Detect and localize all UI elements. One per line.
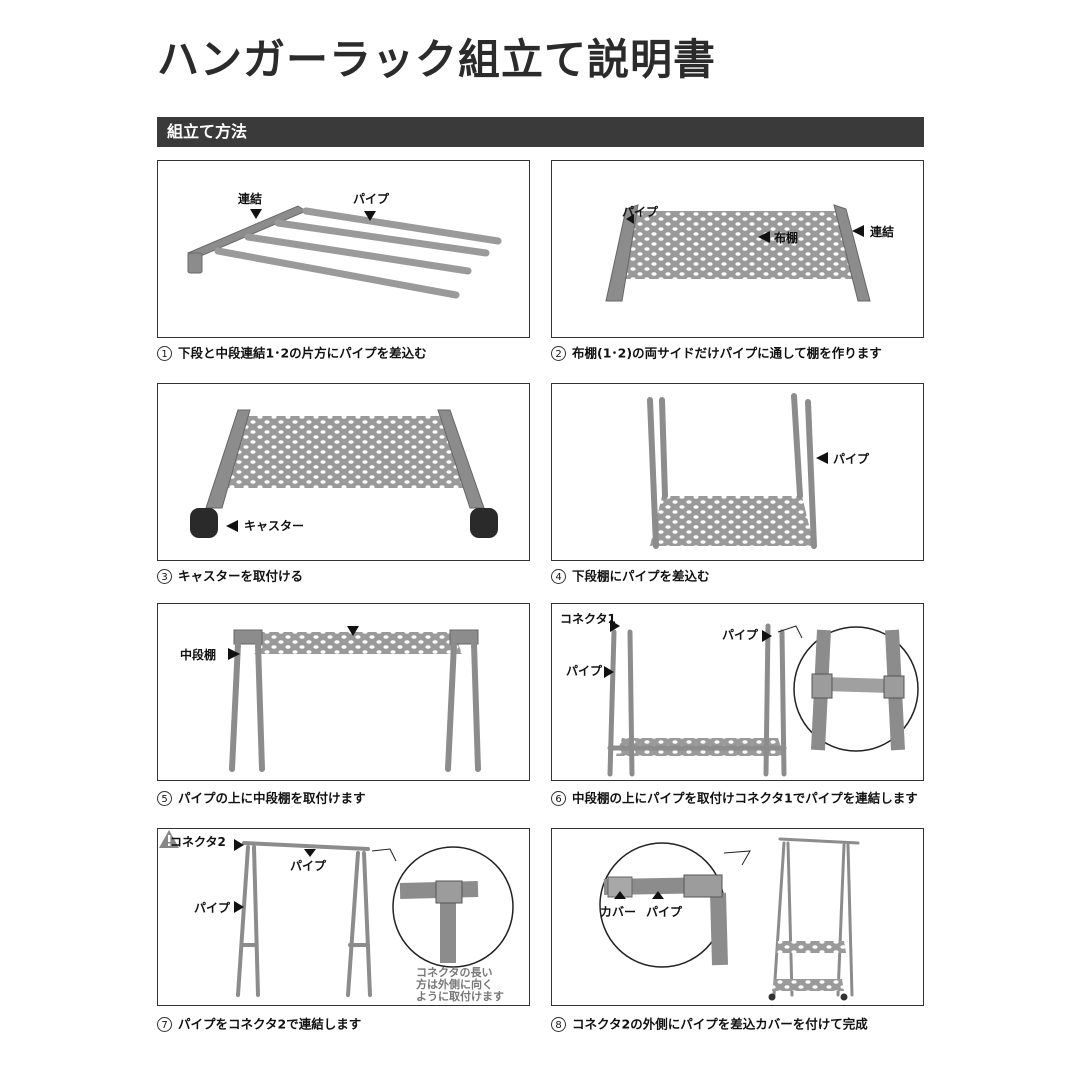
label-pipe: パイプ xyxy=(646,905,683,919)
step-5-panel: 中段棚 xyxy=(157,603,530,781)
step-1-illustration xyxy=(186,205,502,299)
page-title: ハンガーラック組立て説明書 xyxy=(157,35,717,84)
step-7-panel: コネクタの長い 方は外側に向く ように取付けます コネクタ2 パイプ パイプ xyxy=(157,828,530,1006)
step-8-illustration xyxy=(599,837,860,1001)
step-8-panel: カバー パイプ xyxy=(551,828,924,1006)
step-2-panel: パイプ 布棚 連結 xyxy=(551,160,924,338)
label-pipe: パイプ xyxy=(722,628,759,642)
label-connector: 連結 xyxy=(238,192,263,206)
step-number: 7 xyxy=(157,1017,172,1032)
step-number: 1 xyxy=(157,346,172,361)
step-3-illustration xyxy=(190,409,498,538)
warning-icon xyxy=(159,830,179,848)
step-number: 2 xyxy=(551,346,566,361)
step-2-illustration xyxy=(605,204,871,302)
step-number: 5 xyxy=(157,791,172,806)
section-header: 組立て方法 xyxy=(157,117,924,147)
step-5-illustration xyxy=(228,626,481,772)
label-fabric-shelf: 布棚 xyxy=(774,231,799,245)
label-pipe: パイプ xyxy=(566,664,603,678)
label-pipe: パイプ xyxy=(194,901,231,915)
label-connector-2: コネクタ2 xyxy=(170,835,226,849)
warning-text: コネクタの長い 方は外側に向く ように取付けます xyxy=(416,966,504,1003)
label-middle-shelf: 中段棚 xyxy=(180,648,217,662)
step-7-illustration xyxy=(234,839,514,997)
label-pipe: パイプ xyxy=(353,192,390,206)
step-number: 6 xyxy=(551,791,566,806)
step-6-illustration xyxy=(604,620,919,777)
label-connector-1: コネクタ1 xyxy=(560,612,616,626)
section-title: 組立て方法 xyxy=(167,122,248,141)
label-connector: 連結 xyxy=(870,225,895,239)
label-pipe: パイプ xyxy=(833,452,870,466)
step-number: 3 xyxy=(157,569,172,584)
step-4-illustration xyxy=(647,393,828,549)
step-number: 8 xyxy=(551,1017,566,1032)
step-6-panel: コネクタ1 パイプ パイプ xyxy=(551,603,924,781)
label-caster: キャスター xyxy=(244,519,305,533)
step-number: 4 xyxy=(551,569,566,584)
label-pipe: パイプ xyxy=(290,859,327,873)
step-4-panel: パイプ xyxy=(551,383,924,561)
step-1-panel: 連結 パイプ xyxy=(157,160,530,338)
step-3-panel: キャスター xyxy=(157,383,530,561)
label-cover: カバー xyxy=(600,905,637,919)
label-pipe: パイプ xyxy=(622,205,659,219)
